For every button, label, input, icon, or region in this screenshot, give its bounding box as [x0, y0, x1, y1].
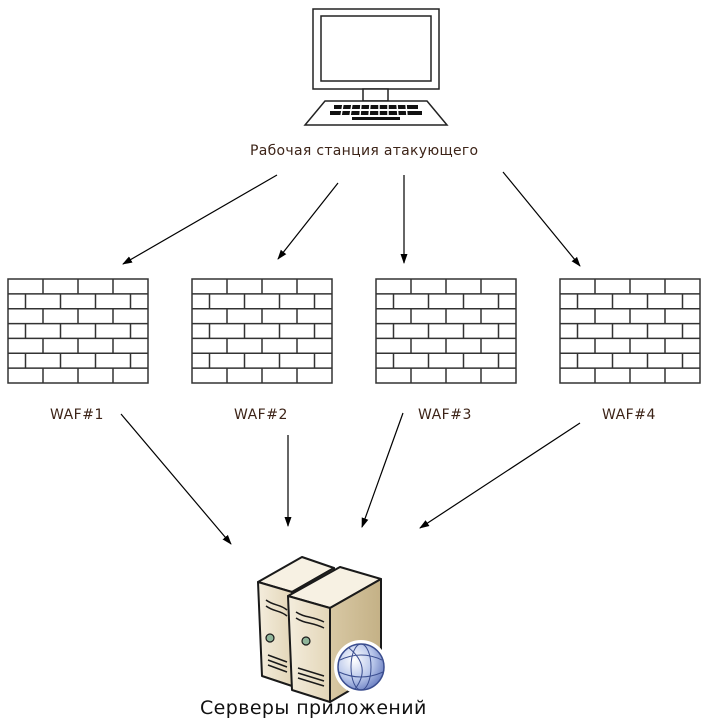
firewall-brick-wall-icon [375, 278, 517, 384]
computer-workstation-icon [303, 8, 449, 126]
flow-arrow [120, 413, 232, 545]
waf-1-label: WAF#1 [50, 407, 104, 423]
flow-arrow [361, 412, 404, 528]
waf-2-label: WAF#2 [234, 407, 288, 423]
flow-arrow [419, 422, 581, 529]
app-server-globe-icon [257, 556, 388, 703]
firewall-brick-wall-icon [191, 278, 333, 384]
attacker-workstation-label: Рабочая станция атакующего [250, 143, 479, 159]
waf-3-label: WAF#3 [418, 407, 472, 423]
firewall-brick-wall-icon [7, 278, 149, 384]
app-servers-label: Серверы приложений [200, 697, 427, 719]
waf-4-label: WAF#4 [602, 407, 656, 423]
firewall-brick-wall-icon [559, 278, 701, 384]
flow-arrow [122, 174, 278, 265]
flow-arrow [277, 182, 339, 260]
flow-arrow [502, 171, 581, 267]
